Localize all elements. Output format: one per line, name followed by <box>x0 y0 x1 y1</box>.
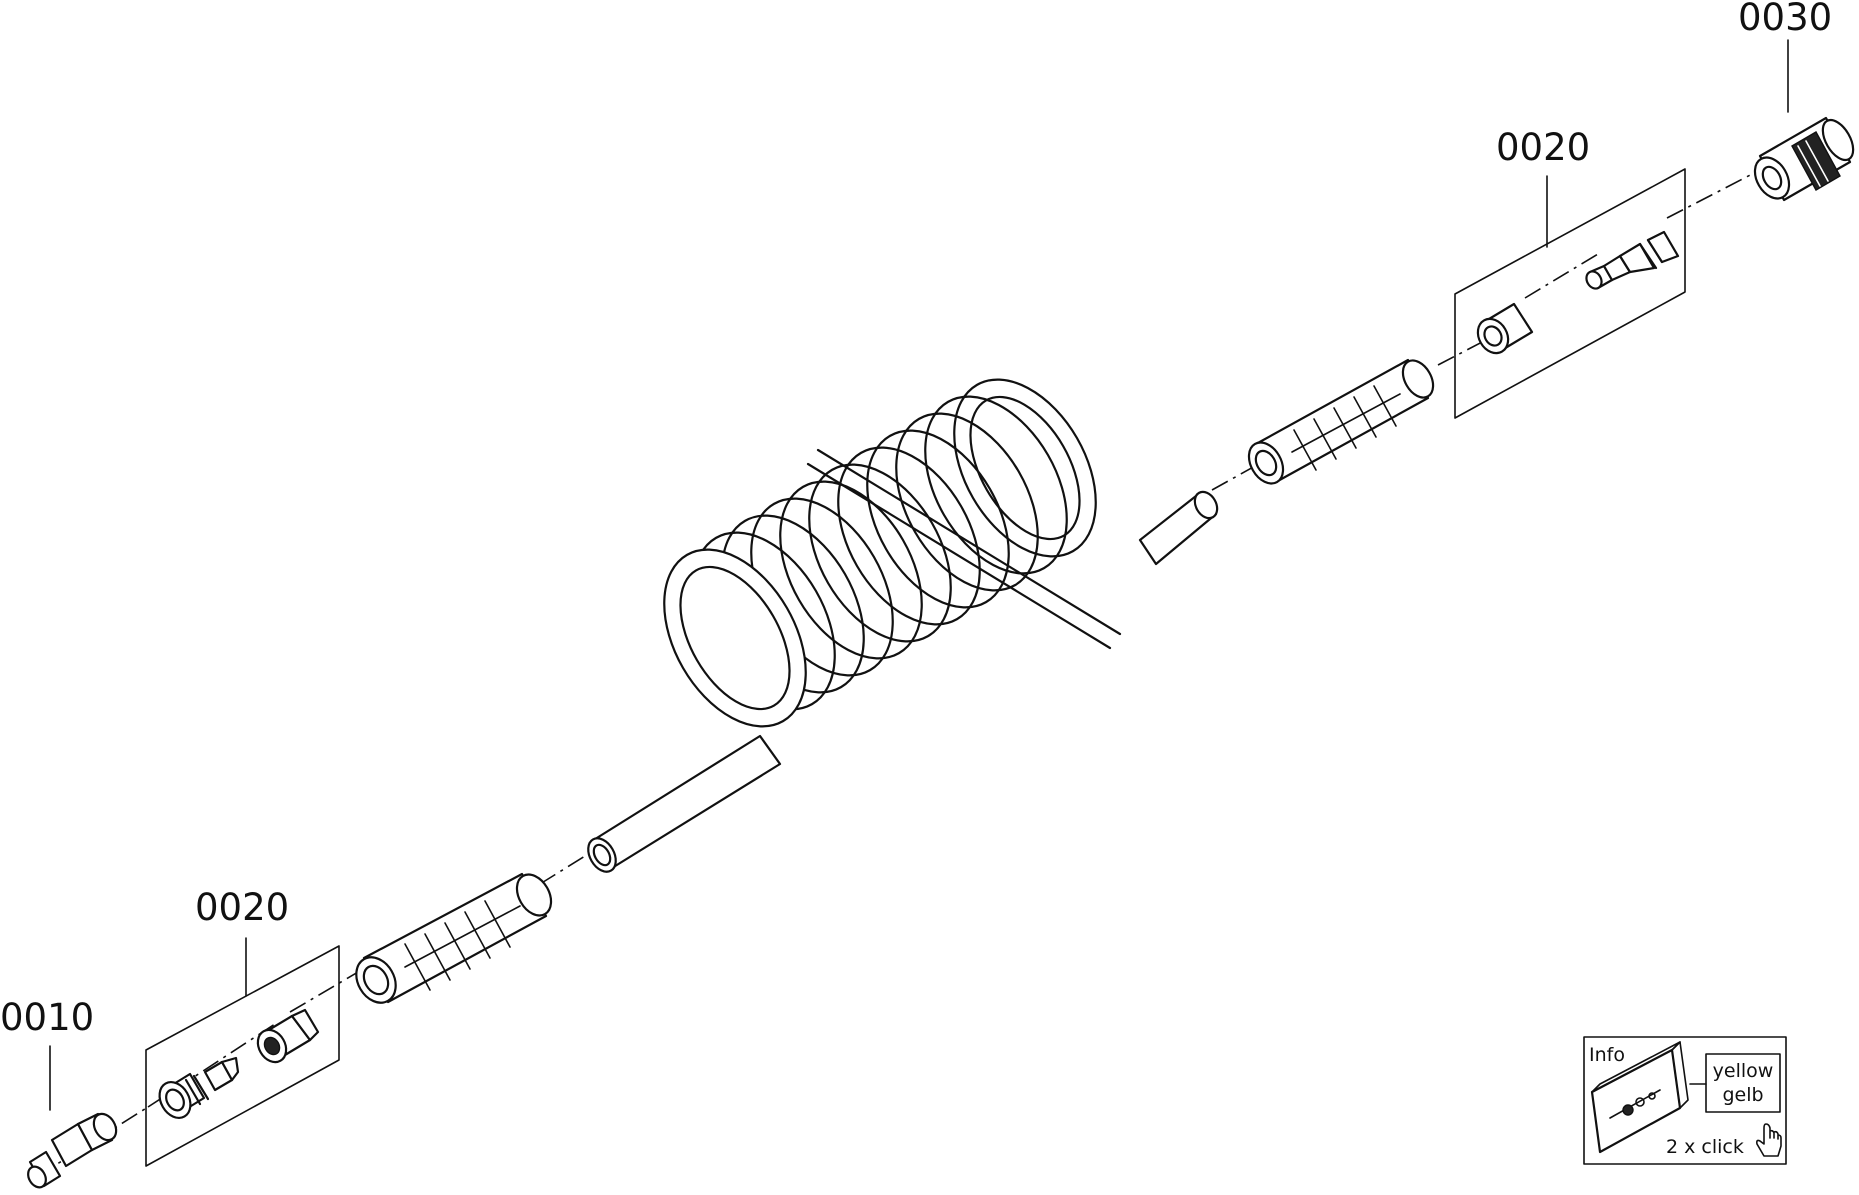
coiled-hose[interactable] <box>583 355 1222 877</box>
callout-0020-right: 0020 <box>1496 126 1590 169</box>
part-0010-plug-nipple[interactable] <box>25 1110 121 1191</box>
callout-0030: 0030 <box>1738 0 1832 39</box>
left-hose-sleeve[interactable] <box>348 868 558 1009</box>
part-0020-right-nut[interactable] <box>1472 302 1534 359</box>
group-box-left <box>145 945 340 1167</box>
info-title: Info <box>1589 1044 1625 1066</box>
info-color-de: gelb <box>1722 1084 1763 1106</box>
part-0020-left-fitting[interactable] <box>153 1056 240 1123</box>
part-0030-coupling[interactable] <box>1748 115 1859 205</box>
leader-lines <box>49 39 1789 1111</box>
hose-coils <box>663 378 1097 728</box>
info-color-en: yellow <box>1713 1060 1774 1082</box>
right-hose-sleeve[interactable] <box>1242 355 1439 489</box>
yellow-gelb-button[interactable] <box>1705 1053 1781 1113</box>
callout-0010: 0010 <box>0 996 94 1039</box>
callout-0020-left: 0020 <box>195 886 289 929</box>
info-action: 2 x click <box>1666 1136 1744 1158</box>
part-0020-left-nut[interactable] <box>252 1008 320 1067</box>
info-thumbnail-icon <box>1590 1041 1689 1154</box>
break-lines <box>806 448 1122 650</box>
part-0020-right-fitting[interactable] <box>1583 230 1680 291</box>
info-box[interactable]: Info yellow gelb 2 x click <box>1583 1036 1787 1165</box>
group-box-right <box>1454 168 1686 419</box>
hand-pointer-icon <box>1756 1123 1782 1157</box>
